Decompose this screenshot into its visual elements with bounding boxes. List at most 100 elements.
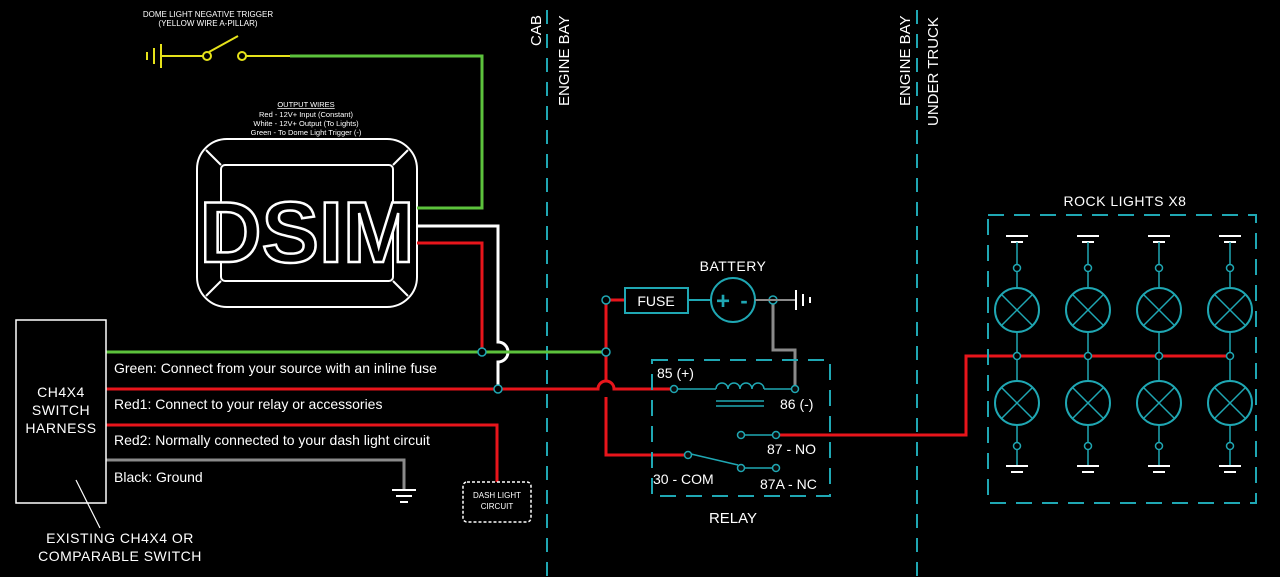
switch-contact-icon <box>202 51 212 61</box>
dsim-legend-line: Green - To Dome Light Trigger (-) <box>251 128 362 137</box>
junction-dot <box>1154 351 1164 361</box>
junction-dot <box>1225 351 1235 361</box>
dash-light-label: CIRCUIT <box>481 502 514 511</box>
relay-switch-arm <box>690 453 739 466</box>
junction-dot <box>477 347 487 357</box>
relay-pin-85 <box>669 384 679 394</box>
relay-box <box>651 359 831 497</box>
harness-wire-label-red1: Red1: Connect to your relay or accessori… <box>114 396 382 412</box>
battery-minus: - <box>740 288 747 313</box>
harness-note: COMPARABLE SWITCH <box>38 548 202 564</box>
harness-wire-label-red2: Red2: Normally connected to your dash li… <box>114 432 430 448</box>
zone-label-engine-bay-1: ENGINE BAY <box>556 15 573 106</box>
rock-lights-box <box>987 214 1257 504</box>
dsim-corner-bottom-left <box>205 280 222 297</box>
harness-note-pointer <box>75 479 101 529</box>
dsim-logo: DSIM <box>200 185 415 281</box>
dsim-corner-bottom-right <box>392 280 409 297</box>
battery-plus: + <box>716 288 730 315</box>
relay-pin-87a <box>771 463 781 473</box>
relay-pin-30-label: 30 - COM <box>653 471 714 487</box>
relay-pin-86-label: 86 (-) <box>780 396 813 412</box>
ground-icon <box>795 290 811 310</box>
junction-dot <box>1012 351 1022 361</box>
dash-light-label: DASH LIGHT <box>473 491 521 500</box>
relay-pin-85-label: 85 (+) <box>657 365 694 381</box>
harness-note: EXISTING CH4X4 OR <box>46 530 194 546</box>
dsim-legend-line: Red - 12V+ Input (Constant) <box>259 110 354 119</box>
lamp-terminal <box>1154 441 1164 451</box>
relay: RELAY 85 (+) 86 (-) 87 - NO 30 - COM 87A… <box>651 359 831 527</box>
wire-red-input <box>417 241 484 352</box>
junction-dot <box>493 384 503 394</box>
dome-trigger-label-2: (YELLOW WIRE A-PILLAR) <box>158 19 257 28</box>
lamp-terminal <box>1012 441 1022 451</box>
rock-lights: ROCK LIGHTS X8 <box>987 193 1257 504</box>
zone-label-engine-bay-2: ENGINE BAY <box>897 15 914 106</box>
relay-contact-87-inner <box>736 430 746 440</box>
dsim-legend-line: White - 12V+ Output (To Lights) <box>253 119 359 128</box>
dsim-outer-box <box>196 138 418 308</box>
wire-ground-86 <box>771 300 797 389</box>
harness-label: SWITCH <box>32 402 90 418</box>
junction-dot <box>601 347 611 357</box>
ground-icon <box>146 44 162 68</box>
dome-light-trigger: DOME LIGHT NEGATIVE TRIGGER (YELLOW WIRE… <box>143 10 290 68</box>
lamp-cross <box>1143 387 1175 419</box>
lamp-cross <box>1214 387 1246 419</box>
relay-contact-87a-inner <box>736 463 746 473</box>
dome-trigger-label-1: DOME LIGHT NEGATIVE TRIGGER <box>143 10 273 19</box>
switch-contact-icon <box>237 51 247 61</box>
dsim-module: OUTPUT WIRES Red - 12V+ Input (Constant)… <box>196 100 418 308</box>
relay-coil-icon <box>715 382 765 390</box>
switch-lever-icon <box>208 35 239 53</box>
dsim-legend-title: OUTPUT WIRES <box>277 100 334 109</box>
junction-dot <box>1083 351 1093 361</box>
fuse-label: FUSE <box>637 293 674 309</box>
harness-wire-label-green: Green: Connect from your source with an … <box>114 360 437 376</box>
junctions <box>477 295 778 394</box>
lamp-terminal <box>1083 263 1093 273</box>
wires <box>106 54 1230 490</box>
wire-red-fuse <box>604 298 625 381</box>
harness-wire-label-black: Black: Ground <box>114 469 203 485</box>
dsim-corner-top-right <box>392 149 409 166</box>
wire-red-lights <box>776 354 1230 437</box>
junction-dot <box>601 295 611 305</box>
power-source: FUSE BATTERY + - <box>624 258 811 323</box>
ground-icon <box>392 489 416 503</box>
lamp-cross <box>1001 387 1033 419</box>
zone-label-under-truck: UNDER TRUCK <box>925 17 942 126</box>
lamp-terminal <box>1083 441 1093 451</box>
wire-red-com <box>604 397 688 457</box>
zone-dividers: CAB ENGINE BAY ENGINE BAY UNDER TRUCK <box>528 10 942 577</box>
relay-pin-87 <box>771 430 781 440</box>
harness-label: HARNESS <box>25 420 96 436</box>
relay-pin-87a-label: 87A - NC <box>760 476 817 492</box>
zone-label-cab: CAB <box>528 15 545 46</box>
lamp-cross <box>1214 294 1246 326</box>
dash-light-box <box>462 481 532 523</box>
fuse-box <box>624 287 689 314</box>
dsim-inner-box <box>220 164 394 282</box>
lamp-terminal <box>1225 441 1235 451</box>
rock-lights-grid <box>994 235 1253 473</box>
dsim-corner-top-left <box>205 149 222 166</box>
relay-pin-87-label: 87 - NO <box>767 441 816 457</box>
harness-label: CH4X4 <box>37 384 85 400</box>
battery-label: BATTERY <box>700 258 767 274</box>
wire-green-dome <box>290 54 484 210</box>
lamp-cross <box>1001 294 1033 326</box>
lamp-terminal <box>1225 263 1235 273</box>
wire-red1-bus <box>106 379 674 391</box>
wire-black-ground <box>106 458 406 490</box>
lamp-cross <box>1072 387 1104 419</box>
relay-pin-30 <box>683 450 693 460</box>
lamp-cross <box>1143 294 1175 326</box>
relay-pin-86 <box>790 384 800 394</box>
dash-light-circuit: DASH LIGHT CIRCUIT <box>462 481 532 523</box>
lamp-cross <box>1072 294 1104 326</box>
lamp-terminal <box>1154 263 1164 273</box>
wire-red2 <box>106 423 499 482</box>
